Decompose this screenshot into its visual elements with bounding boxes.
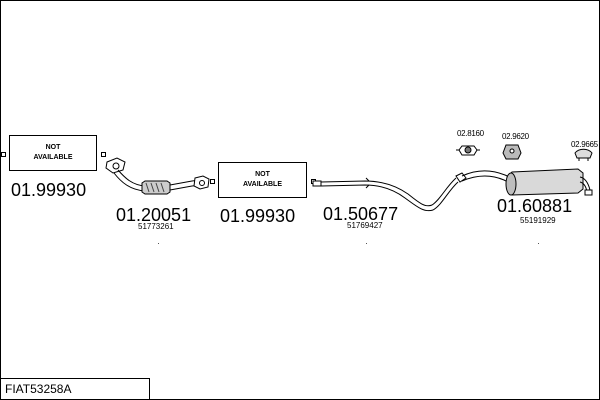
part-3-status-line2: AVAILABLE (242, 181, 283, 188)
part-2-ref: 01.20051 (116, 205, 192, 225)
part-1-not-available-box: NOT AVAILABLE (9, 135, 97, 171)
rubber-hanger-accessory-drawing (502, 144, 522, 160)
part-4-ref: 01.50677 (323, 204, 399, 224)
middle-pipe-drawing (312, 172, 467, 212)
part-4-oe-number: 51769427 (347, 221, 383, 230)
part-3-left-connector (210, 179, 215, 184)
part-3-status-line1: NOT (255, 171, 270, 178)
part-1-status-line1: NOT (45, 144, 61, 151)
front-pipe-drawing (105, 157, 210, 195)
marker-dot (366, 243, 367, 244)
kit-title-box: FIAT53258A (0, 378, 150, 399)
accessory-1-ref: 02.8160 (457, 129, 484, 138)
marker-dot (538, 243, 539, 244)
part-2-oe-number: 51773261 (138, 222, 174, 231)
part-3-not-available-box: NOT AVAILABLE (218, 162, 307, 198)
part-1-right-connector (101, 152, 106, 157)
clamp-accessory-drawing (456, 145, 480, 156)
part-1-status-line2: AVAILABLE (33, 154, 73, 161)
rear-silencer-drawing (461, 168, 593, 196)
part-3-ref: 01.99930 (220, 206, 296, 226)
part-1-left-connector (1, 152, 6, 157)
kit-title: FIAT53258A (5, 382, 72, 396)
part-1-ref: 01.99930 (11, 180, 87, 200)
marker-dot (158, 243, 159, 244)
small-clamp-accessory-drawing (574, 148, 593, 161)
accessory-3-ref: 02.9665 (571, 140, 598, 149)
part-5-ref: 01.60881 (497, 196, 573, 216)
part-5-oe-number: 55191929 (520, 216, 556, 225)
accessory-2-ref: 02.9620 (502, 132, 529, 141)
